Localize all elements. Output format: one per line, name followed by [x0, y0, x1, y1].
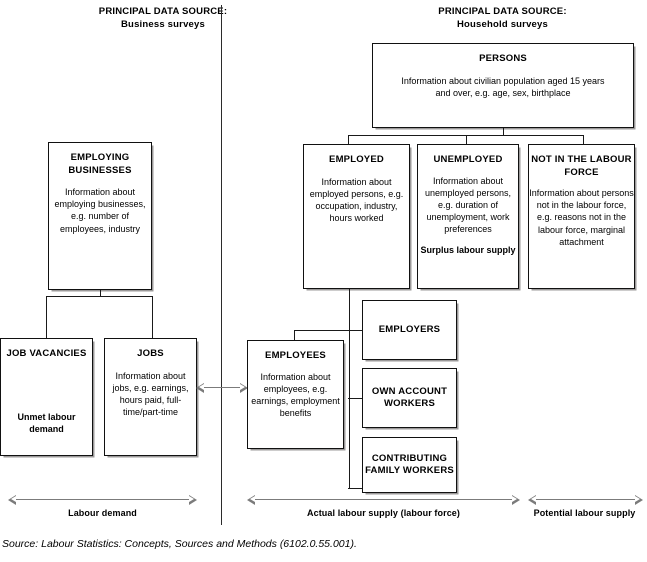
box-not-in-labour-force: NOT IN THE LABOUR FORCE Information abou…	[528, 144, 635, 289]
header-right-line2: Household surveys	[456, 19, 549, 30]
box-employing-businesses-body: Information about employing businesses, …	[54, 187, 146, 234]
connector-employers-branch	[348, 330, 363, 332]
box-employers-title: EMPLOYERS	[378, 323, 441, 335]
arrow-jobs-employees-shaft	[203, 387, 241, 389]
box-unemployed: UNEMPLOYED Information about unemployed …	[417, 144, 519, 289]
box-jobs-body: Information about jobs, e.g. earnings, h…	[112, 370, 189, 418]
box-contributing-family-workers: CONTRIBUTING FAMILY WORKERS	[362, 437, 457, 493]
box-job-vacancies-sub: Unmet labour demand	[17, 411, 76, 434]
box-job-vacancies-title: JOB VACANCIES	[6, 348, 87, 359]
connector-employed-down	[348, 135, 350, 144]
box-jobs-title: JOBS	[137, 348, 164, 359]
connector-eb-down	[99, 290, 101, 297]
connector-employees-branch	[294, 330, 349, 332]
connector-jobvacancies-down	[46, 296, 48, 338]
box-employers: EMPLOYERS	[362, 300, 457, 360]
connector-contributing-branch	[348, 488, 363, 490]
box-employed: EMPLOYED Information about employed pers…	[303, 144, 410, 289]
label-potential-labour-supply: Potential labour supply	[533, 508, 636, 518]
arrow-jobs-employees	[196, 381, 248, 395]
box-persons-body: Information about civilian population ag…	[401, 75, 605, 98]
header-right: PRINCIPAL DATA SOURCE: Household surveys	[360, 5, 645, 31]
arrow-labour-demand	[8, 493, 197, 507]
box-unemployed-body: Information about unemployed persons, e.…	[424, 175, 512, 235]
arrow-actual-labour-supply	[247, 493, 520, 507]
box-jobs: JOBS Information about jobs, e.g. earnin…	[104, 338, 197, 456]
connector-employed-spine	[348, 289, 350, 489]
box-persons: PERSONS Information about civilian popul…	[372, 43, 634, 128]
connector-eb-horizontal	[46, 296, 153, 298]
box-employees-body: Information about employees, e.g. earnin…	[251, 371, 340, 419]
box-own-account-workers: OWN ACCOUNT WORKERS	[362, 368, 457, 428]
box-employed-title: EMPLOYED	[329, 154, 384, 165]
box-not-in-labour-force-body: Information about persons not in the lab…	[529, 188, 634, 247]
box-unemployed-sub: Surplus labour supply	[420, 244, 516, 255]
box-employed-body: Information about employed persons, e.g.…	[309, 176, 404, 224]
connector-nilf-down	[583, 135, 585, 144]
connector-own-account-branch	[348, 398, 363, 400]
header-left-line2: Business surveys	[121, 19, 205, 30]
label-actual-labour-supply: Actual labour supply (labour force)	[306, 508, 460, 518]
label-labour-demand: Labour demand	[68, 508, 137, 518]
box-own-account-workers-title: OWN ACCOUNT WORKERS	[371, 385, 448, 410]
box-employing-businesses: EMPLOYING BUSINESSES Information about e…	[48, 142, 152, 290]
connector-unemployed-down	[466, 135, 468, 144]
header-left: PRINCIPAL DATA SOURCE: Business surveys	[28, 5, 298, 31]
source-note: Source: Labour Statistics: Concepts, Sou…	[2, 538, 357, 550]
box-employing-businesses-title: EMPLOYING BUSINESSES	[68, 152, 132, 176]
connector-persons-down	[502, 128, 504, 136]
header-right-line1: PRINCIPAL DATA SOURCE:	[438, 6, 567, 17]
box-not-in-labour-force-title: NOT IN THE LABOUR FORCE	[531, 154, 632, 178]
header-left-line1: PRINCIPAL DATA SOURCE:	[98, 6, 228, 17]
arrow-potential-labour-supply	[528, 493, 643, 507]
box-persons-title: PERSONS	[479, 53, 527, 64]
connector-employees-drop	[294, 330, 296, 341]
box-contributing-family-workers-title: CONTRIBUTING FAMILY WORKERS	[365, 452, 454, 477]
vertical-divider	[221, 5, 223, 525]
box-unemployed-title: UNEMPLOYED	[433, 154, 503, 165]
box-employees-title: EMPLOYEES	[265, 350, 326, 361]
connector-jobs-down	[152, 296, 154, 338]
box-job-vacancies: JOB VACANCIES Unmet labour demand	[0, 338, 93, 456]
box-employees: EMPLOYEES Information about employees, e…	[247, 340, 344, 449]
